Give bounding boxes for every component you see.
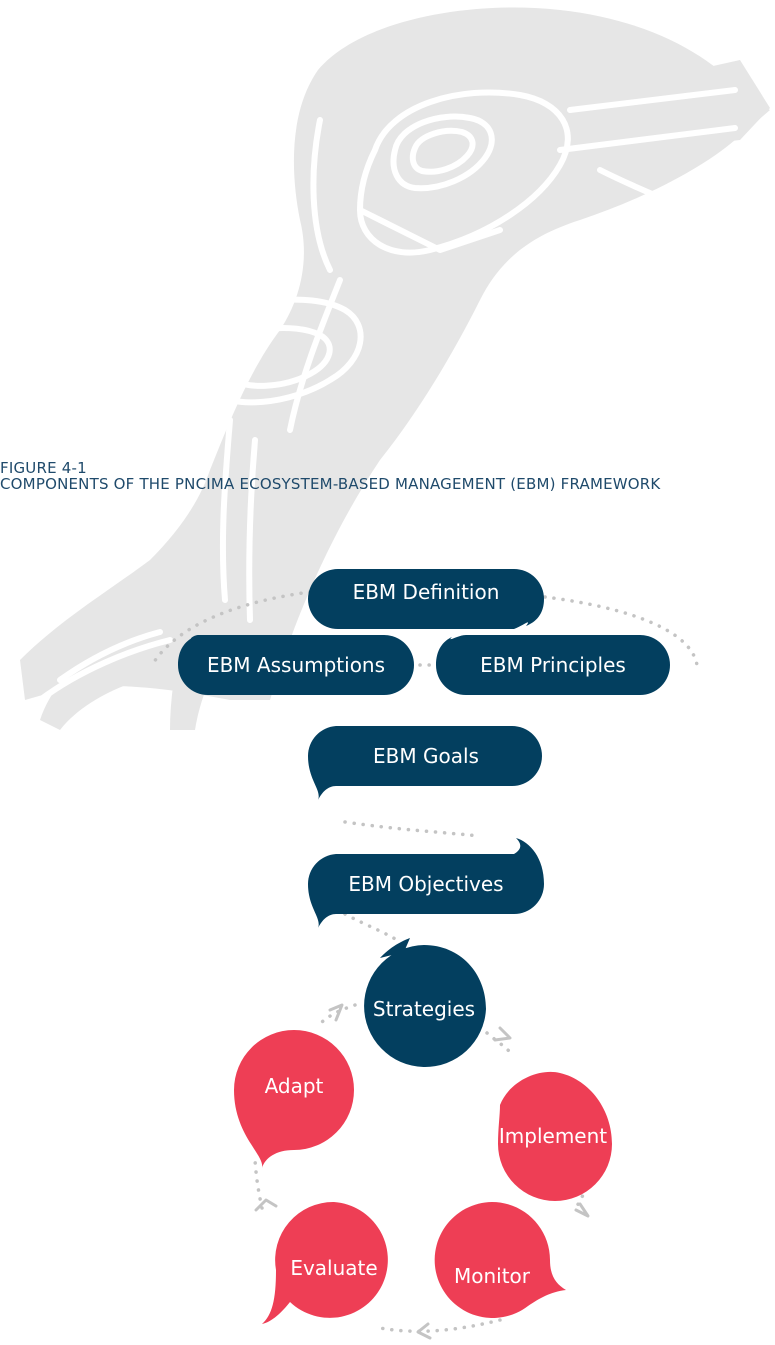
ebm-definition-label: EBM Definition [352, 580, 500, 604]
implement-shape [498, 1071, 612, 1201]
raven-formline-details [37, 87, 738, 703]
evaluate-label: Evaluate [290, 1256, 378, 1280]
chevron-arrow-icon [254, 1003, 590, 1340]
figure-number: FIGURE 4-1 [0, 459, 87, 477]
figure-caption: FIGURE 4-1 COMPONENTS OF THE PNCIMA ECOS… [0, 460, 660, 492]
navy-shapes [178, 569, 670, 1067]
ebm-principles-shape [436, 635, 670, 695]
raven-watermark [20, 7, 770, 730]
evaluate-shape [262, 1201, 388, 1324]
ebm-goals-label: EBM Goals [373, 744, 479, 768]
dotted-connectors [150, 590, 699, 1334]
adapt-label: Adapt [264, 1074, 324, 1098]
figure-title: COMPONENTS OF THE PNCIMA ECOSYSTEM-BASED… [0, 475, 661, 493]
strategies-shape [364, 938, 486, 1067]
red-shapes [234, 1030, 612, 1324]
ebm-assumptions-label: EBM Assumptions [206, 653, 386, 677]
ebm-objectives-shape [307, 838, 544, 928]
ebm-definition-shape [308, 569, 544, 629]
strategies-label: Strategies [372, 997, 476, 1021]
monitor-label: Monitor [453, 1264, 531, 1288]
implement-label: Implement [498, 1124, 608, 1148]
ebm-assumptions-shape [178, 635, 414, 695]
ebm-objectives-label: EBM Objectives [348, 872, 504, 896]
monitor-shape [434, 1202, 566, 1318]
ebm-goals-shape [307, 726, 542, 800]
ebm-principles-label: EBM Principles [480, 653, 626, 677]
adapt-shape [234, 1030, 354, 1168]
